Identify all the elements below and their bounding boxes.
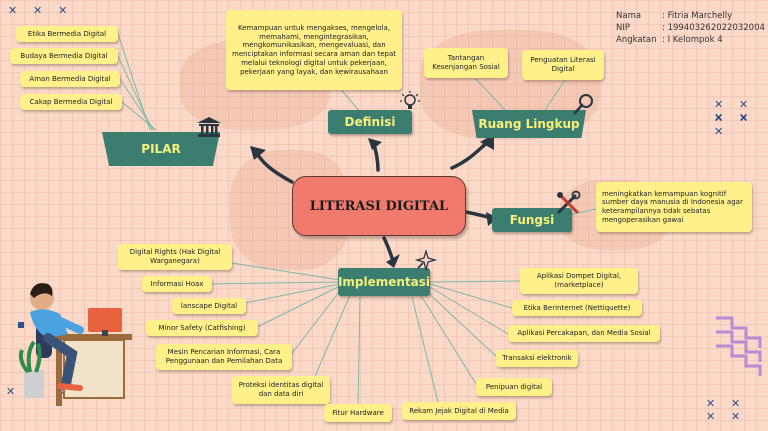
nama-label: Nama	[616, 11, 642, 21]
lightbulb-icon	[400, 91, 420, 109]
implementasi-item: Informasi Hoax	[142, 276, 212, 292]
branch-implementasi: Implementasi	[338, 268, 430, 296]
pilar-item: Etika Bermedia Digital	[16, 26, 118, 42]
tools-icon	[557, 190, 581, 214]
implementasi-item: Aplikasi Dompet Digital, (marketplace)	[520, 268, 638, 294]
person-at-desk-illustration	[18, 283, 132, 406]
pilar-item: Cakap Bermedia Digital	[20, 94, 122, 110]
definisi-description: Kemampuan untuk mengakses, mengelola, me…	[226, 10, 402, 90]
angkatan-value: : I Kelompok 4	[662, 35, 723, 45]
magnifier-icon	[573, 94, 593, 115]
ruang-item: Penguatan Literasi Digital	[522, 50, 604, 80]
fungsi-description: meningkatkan kemampuan kognitif sumber d…	[596, 182, 752, 232]
implementasi-item: Minor Safety (Catfishing)	[146, 320, 258, 336]
branch-pilar: PILAR	[102, 132, 220, 166]
pilar-item: Aman Bermedia Digital	[20, 71, 120, 87]
zigzag-decoration	[716, 316, 762, 376]
x-marks-decoration: ✕ ✕ ✕	[714, 112, 755, 138]
angkatan-label: Angkatan	[616, 35, 657, 45]
implementasi-item: Proteksi identitas digital dan data diri	[232, 376, 330, 404]
implementasi-item: Digital Rights (Hak Digital Warganegara)	[118, 244, 232, 270]
implementasi-item: Fitur Hardware	[324, 404, 392, 422]
x-marks-decoration: ✕ ✕ ✕ ✕	[706, 397, 747, 423]
center-node: LITERASI DIGITAL	[292, 176, 466, 236]
x-marks-decoration: ✕ ✕ ✕	[8, 4, 74, 17]
ruang-item: Tantangan Kesenjangan Sosial	[424, 48, 508, 78]
implementasi-item: Penipuan digital	[476, 378, 552, 396]
nip-label: NIP	[616, 23, 630, 33]
branch-ruang-lingkup: Ruang Lingkup	[472, 110, 586, 138]
sparkle-icon	[414, 250, 438, 271]
branch-definisi: Definisi	[328, 110, 412, 134]
x-marks-decoration: ✕ ✕ ✕ ✕	[714, 98, 755, 124]
implementasi-item: Rekam Jejak Digital di Media	[402, 402, 516, 420]
implementasi-item: Etika Berinternet (Nettiquette)	[512, 300, 642, 316]
nama-value: : Fitria Marchelly	[662, 11, 733, 21]
implementasi-item: Transaksi elektronik	[496, 350, 578, 367]
bank-icon	[197, 117, 221, 137]
author-info: Nama : Fitria Marchelly NIP : 199403262022…	[616, 10, 765, 46]
implementasi-item: lanscape Digital	[172, 298, 246, 314]
implementasi-item: Aplikasi Percakapan, dan Media Sosial	[508, 325, 660, 342]
pilar-item: Budaya Bermedia Digital	[10, 48, 118, 64]
nip-value: : 199403262022032004	[662, 23, 765, 33]
implementasi-item: Mesin Pencarian Informasi, Cara Pengguna…	[156, 344, 292, 370]
